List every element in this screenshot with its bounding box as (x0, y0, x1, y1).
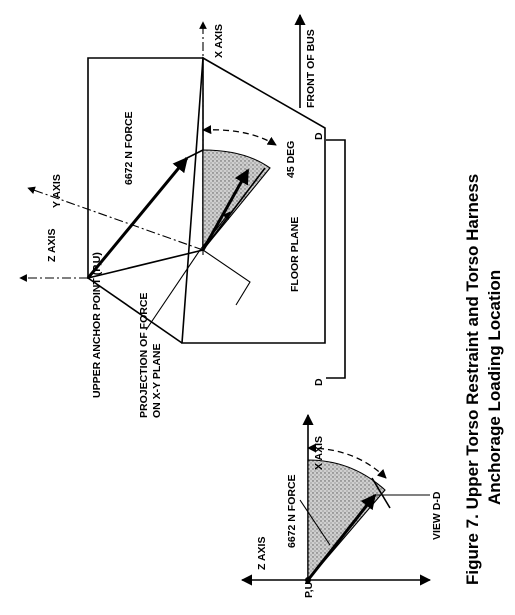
force-label: 6672 N FORCE (123, 111, 135, 185)
projection-label-line1: PROJECTION OF FORCE (138, 293, 150, 418)
view-dd-force-arrow (306, 493, 377, 581)
view-dd-cutline (371, 477, 391, 509)
projection-line-2 (202, 167, 266, 251)
view-dd-sector (307, 459, 386, 582)
y-axis-line (27, 186, 204, 251)
force-to-plane (186, 149, 204, 159)
section-label-bottom: D (313, 378, 325, 386)
anchor-point-label: UPPER ANCHOR POINT (P,U) (91, 252, 103, 398)
projection-plane (202, 249, 251, 306)
y-axis-label: Y AXIS (51, 174, 63, 208)
floor-plane-label: FLOOR PLANE (289, 217, 301, 292)
projection-leader-arrow (199, 211, 231, 251)
view-dd-force-label: 6672 N FORCE (286, 474, 298, 548)
view-dd: X AXIS Z AXIS 6672 N FORCE VIEW D-D P,U (240, 413, 443, 598)
lower-plane (87, 277, 183, 344)
view-dd-z-label: Z AXIS (256, 537, 268, 570)
caption-line1: Figure 7. Upper Torso Restraint and Tors… (463, 174, 482, 585)
caption-line2: Anchorage Loading Location (485, 270, 504, 505)
section-line (326, 139, 346, 379)
projection-leader (145, 249, 201, 331)
main-view: X AXIS FRONT OF BUS 6672 N FORCE 45 DEG … (19, 13, 346, 418)
view-dd-view-label: VIEW D-D (431, 491, 443, 540)
figure-caption: Figure 7. Upper Torso Restraint and Tors… (463, 174, 504, 585)
view-dd-x-label: X AXIS (313, 436, 325, 470)
floor-plane-outline (181, 56, 326, 344)
angle-label: 45 DEG (285, 141, 297, 178)
angle-arc (202, 125, 277, 146)
view-dd-leader (299, 499, 331, 546)
view-dd-arc (307, 443, 387, 479)
section-label-top: D (313, 132, 325, 140)
projection-label-line2: ON X-Y PLANE (151, 344, 163, 418)
view-dd-origin (305, 577, 311, 583)
view-dd-point-label: P,U (303, 582, 315, 598)
z-axis-label: Z AXIS (46, 229, 58, 262)
vertical-plane (87, 57, 204, 280)
x-axis-label: X AXIS (213, 24, 225, 58)
front-of-bus-label: FRONT OF BUS (305, 29, 317, 108)
force-arrow (86, 156, 189, 279)
